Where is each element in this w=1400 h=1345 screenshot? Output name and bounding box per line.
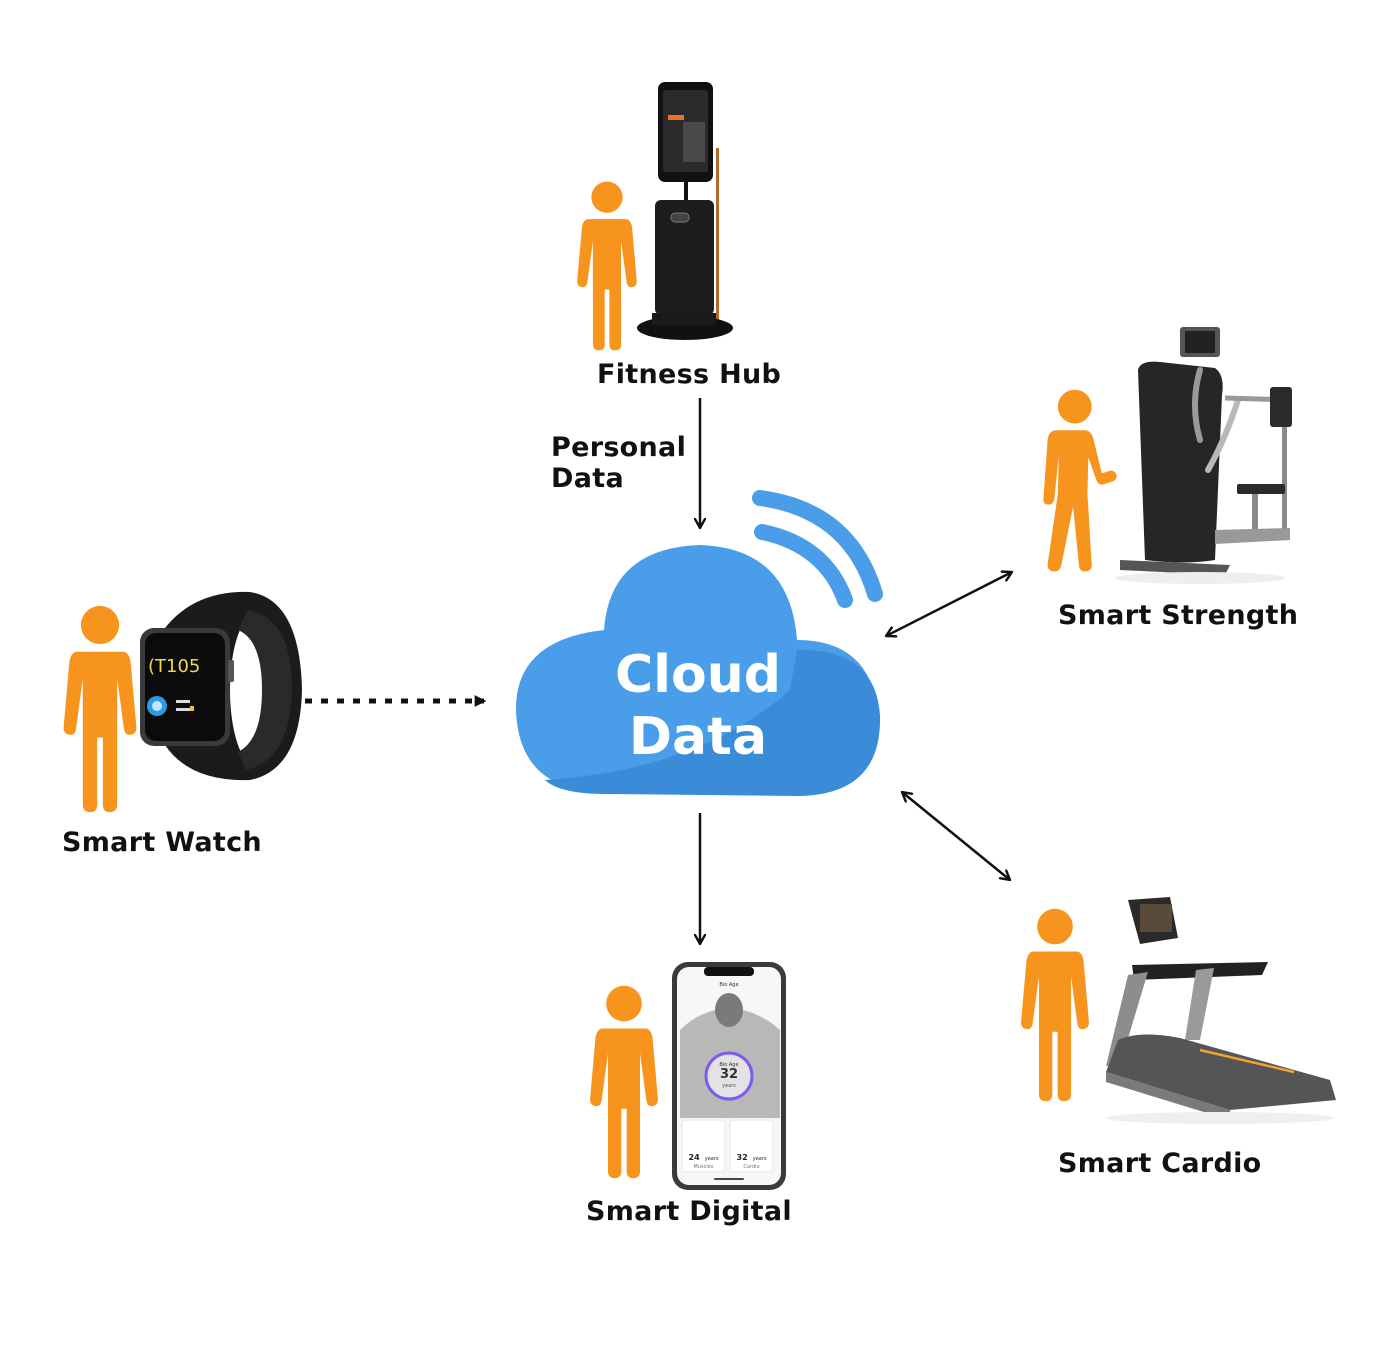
node-label-fitness-hub: Fitness Hub	[597, 359, 782, 390]
edge-cloud-cardio	[902, 792, 1010, 880]
edge-cloud-strength	[886, 572, 1012, 636]
cloud-label-line1: Cloud	[615, 645, 781, 705]
phone-card-cardio: 32 years Cardio	[730, 1145, 773, 1170]
phone-ring-label: Bio Age	[719, 1062, 739, 1068]
person-smart-strength-icon	[1043, 389, 1117, 572]
card-value: 24	[688, 1153, 700, 1162]
card-label: Cardio	[743, 1164, 760, 1170]
edge-label-line1: Personal	[551, 432, 687, 463]
phone-ring-unit: years	[722, 1083, 736, 1089]
smart-strength-machine-icon	[1115, 327, 1292, 584]
edge-label-line2: Data	[551, 463, 624, 494]
cloud-label-line2: Data	[628, 707, 768, 767]
card-value: 32	[736, 1153, 748, 1162]
node-label-smart-watch: Smart Watch	[62, 827, 262, 858]
smart-digital-phone-icon	[672, 962, 786, 1190]
node-label-smart-digital: Smart Digital	[586, 1196, 792, 1227]
phone-app-header: Bio Age	[719, 982, 739, 988]
node-label-smart-cardio: Smart Cardio	[1058, 1148, 1262, 1179]
watch-face-text: (T105	[148, 656, 201, 677]
person-smart-watch-icon	[63, 605, 137, 813]
person-smart-digital-icon	[590, 985, 658, 1179]
person-fitness-hub-icon	[577, 181, 637, 351]
smart-cardio-treadmill-icon	[1105, 897, 1336, 1124]
fitness-hub-kiosk-icon	[637, 82, 733, 340]
card-unit: years	[704, 1156, 719, 1162]
person-smart-cardio-icon	[1021, 908, 1089, 1102]
card-unit: years	[752, 1156, 767, 1162]
edge-label-personal-data: Personal Data	[551, 432, 686, 494]
card-label: Muscles	[693, 1164, 714, 1170]
cloud-data-label: Cloud Data	[588, 644, 808, 768]
node-label-smart-strength: Smart Strength	[1058, 600, 1299, 631]
phone-ring-value: 32	[719, 1067, 739, 1082]
phone-card-muscles: 24 years Muscles	[682, 1145, 725, 1170]
smart-watch-icon	[140, 591, 302, 781]
cloud-icon	[515, 490, 883, 796]
